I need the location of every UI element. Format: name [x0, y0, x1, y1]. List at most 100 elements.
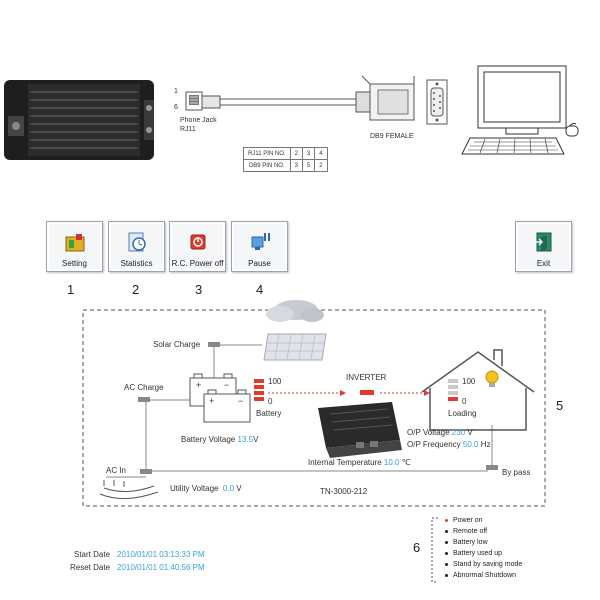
- battery-voltage-readout: Battery Voltage 13.5V: [181, 435, 258, 444]
- lightbulb-icon: [485, 370, 499, 387]
- op-frequency-value: 50.0: [462, 440, 479, 449]
- db9-connector-icon: [355, 75, 415, 121]
- legend-item-stand-by: Stand by saving mode: [445, 561, 522, 568]
- callout-6: 6: [413, 540, 421, 555]
- legend-label: Remote off: [453, 528, 488, 535]
- legend-item-abnormal-shutdown: Abnormal Shutdown: [445, 572, 516, 579]
- callout-4: 4: [256, 282, 264, 297]
- utility-voltage-readout: Utility Voltage 0.0 V: [170, 484, 242, 493]
- battery-icon: [189, 373, 251, 423]
- exit-label: Exit: [536, 259, 551, 268]
- setting-button[interactable]: Setting: [46, 221, 103, 272]
- table-cell: 2: [289, 147, 303, 160]
- utility-voltage-unit: V: [236, 484, 242, 493]
- op-voltage-label: O/P Voltage: [407, 428, 450, 437]
- statistics-button[interactable]: Statistics: [108, 221, 165, 272]
- power-on-dot-icon: [445, 518, 448, 522]
- pin-mapping-table: RJ11 PIN NO. 2 3 4 DB9 PIN NO. 3 5 2: [243, 147, 328, 172]
- start-date-label: Start Date: [74, 550, 111, 559]
- bypass-indicator: [486, 465, 498, 470]
- callout-3: 3: [195, 282, 203, 297]
- pause-label: Pause: [248, 259, 271, 268]
- legend-label: Power on: [453, 517, 483, 524]
- inverter-unit-image: [318, 402, 402, 458]
- table-cell: 2: [314, 159, 328, 172]
- internal-temperature-readout: Internal Temperature 10.0 ℃: [308, 458, 411, 467]
- op-voltage-unit: V: [467, 428, 473, 437]
- op-frequency-label: O/P Frequency: [407, 440, 461, 449]
- battery-voltage-label: Battery Voltage: [181, 435, 236, 444]
- table-cell: 5: [301, 159, 316, 172]
- svg-text:+: +: [209, 396, 214, 406]
- status-dot-icon: [445, 551, 448, 555]
- exit-button[interactable]: Exit: [515, 221, 572, 272]
- db9-female-label: DB9 FEMALE: [370, 133, 414, 140]
- start-date-value: 2010/01/01 03:13:33 PM: [117, 550, 205, 559]
- power-off-icon: [190, 234, 205, 250]
- legend-item-power-on: Power on: [445, 517, 483, 524]
- table-cell: DB9 PIN NO.: [243, 159, 291, 172]
- legend-bracket: [431, 517, 438, 583]
- ac-charge-label: AC Charge: [124, 383, 164, 392]
- exit-door-icon: [534, 232, 551, 252]
- load-level-low: 0: [462, 397, 467, 406]
- ac-charge-indicator: [138, 397, 150, 402]
- serial-cable: [220, 98, 356, 106]
- table-cell: 3: [301, 147, 316, 160]
- status-dot-icon: [445, 562, 448, 566]
- pin-1-label: 1: [174, 88, 178, 95]
- internal-temp-unit: ℃: [401, 458, 411, 467]
- legend-label: Battery used up: [453, 550, 503, 557]
- legend-item-battery-low: Battery low: [445, 539, 488, 546]
- battery-level-high: 100: [268, 377, 282, 386]
- utility-voltage-value: 0.0: [222, 484, 235, 493]
- statistics-icon: [128, 232, 146, 252]
- model-label: TN-3000-212: [320, 487, 368, 496]
- bypass-label: By pass: [502, 468, 531, 477]
- utility-voltage-label: Utility Voltage: [170, 484, 219, 493]
- battery-voltage-value: 13.5: [237, 435, 254, 444]
- status-dot-icon: [445, 540, 448, 544]
- battery-voltage-unit: V: [253, 435, 259, 444]
- legend-label: Battery low: [453, 539, 488, 546]
- internal-temp-label: Internal Temperature: [308, 458, 382, 467]
- rj11-label: RJ11: [180, 126, 196, 133]
- solar-panel-icon: [263, 300, 327, 361]
- battery-label: Battery: [256, 409, 282, 418]
- loading-label: Loading: [448, 409, 477, 418]
- system-flow-diagram: + − + −: [82, 300, 546, 507]
- load-level-high: 100: [462, 377, 476, 386]
- reset-date-label: Reset Date: [70, 563, 111, 572]
- pause-button[interactable]: Pause: [231, 221, 288, 272]
- svg-text:−: −: [238, 396, 243, 406]
- rj11-jack-icon: [185, 91, 221, 111]
- ac-in-indicator: [140, 469, 152, 474]
- ac-plug-icon: [99, 480, 159, 499]
- rc-power-off-button[interactable]: R.C. Power off: [169, 221, 226, 272]
- callout-2: 2: [132, 282, 140, 297]
- pause-icon: [251, 233, 270, 250]
- legend-label: Stand by saving mode: [453, 561, 523, 568]
- solar-charge-label: Solar Charge: [153, 340, 201, 349]
- status-dot-icon: [445, 529, 448, 533]
- solar-charge-indicator: [208, 342, 220, 347]
- legend-item-remote-off: Remote off: [445, 528, 487, 535]
- battery-level-leds: [254, 379, 264, 401]
- pin-6-label: 6: [174, 104, 178, 111]
- statistics-label: Statistics: [120, 259, 153, 268]
- internal-temp-value: 10.0: [383, 458, 400, 467]
- table-row: RJ11 PIN NO. 2 3 4: [243, 147, 328, 160]
- inverter-device-image: [4, 80, 154, 160]
- reset-date-value: 2010/01/01 01:40:56 PM: [117, 563, 205, 572]
- inverter-label: INVERTER: [346, 373, 387, 382]
- battery-level-low: 0: [268, 397, 273, 406]
- op-frequency-readout: O/P Frequency 50.0 Hz: [407, 440, 490, 449]
- db9-port-icon: [426, 79, 448, 125]
- table-cell: 4: [314, 147, 328, 160]
- inverter-status-indicator: [360, 390, 374, 395]
- table-row: DB9 PIN NO. 3 5 2: [243, 159, 328, 172]
- load-level-leds: [448, 379, 458, 401]
- legend-label: Abnormal Shutdown: [453, 572, 517, 579]
- connection-diagram: [4, 65, 579, 160]
- op-voltage-readout: O/P Voltage 230 V: [407, 428, 473, 437]
